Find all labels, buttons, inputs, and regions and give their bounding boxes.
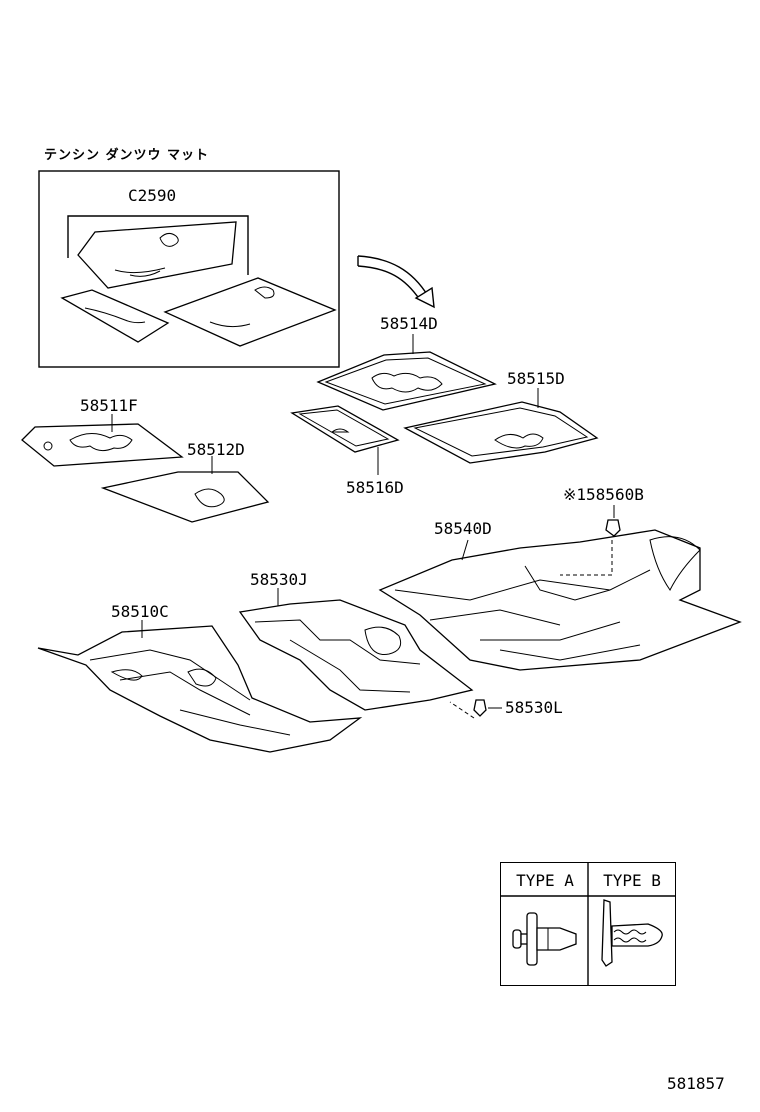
carpet-58530j xyxy=(238,599,474,711)
figure-number: 581857 xyxy=(667,1074,725,1093)
type-b-header: TYPE B xyxy=(603,870,661,890)
type-a-clip-icon xyxy=(512,912,577,966)
type-a-header: TYPE A xyxy=(516,870,574,890)
direction-arrow xyxy=(357,255,429,297)
part-label-58510c: 58510C xyxy=(111,602,169,621)
mat-set-frame xyxy=(38,170,340,368)
mat-58515d xyxy=(403,401,599,464)
part-label-58515d: 58515D xyxy=(507,369,565,388)
clip-type-table: TYPE A TYPE B xyxy=(500,862,676,986)
mat-front-right xyxy=(163,277,337,347)
part-label-58512d: 58512D xyxy=(187,440,245,459)
mat-front-left xyxy=(77,221,237,289)
mat-58514d xyxy=(316,351,497,411)
clip-58530l xyxy=(473,699,487,717)
part-label-58516d: 58516D xyxy=(346,478,404,497)
c2590-bracket xyxy=(67,215,249,275)
part-label-58530l: 58530L xyxy=(505,698,563,717)
part-label-c2590: C2590 xyxy=(128,186,177,205)
type-b-clip-icon xyxy=(601,899,663,967)
group-title: テンシン ダンツウ マット xyxy=(44,148,210,163)
part-label-58514d: 58514D xyxy=(380,314,438,333)
clip-158560b xyxy=(605,519,621,537)
mat-58516d xyxy=(290,405,400,453)
part-label-158560b: ※158560B xyxy=(563,485,644,504)
part-label-58530j: 58530J xyxy=(250,570,308,589)
mat-58511f xyxy=(21,423,184,467)
part-label-58540d: 58540D xyxy=(434,519,492,538)
carpet-58540d xyxy=(378,529,742,671)
part-label-58511f: 58511F xyxy=(80,396,138,415)
mat-58512d xyxy=(100,471,270,523)
